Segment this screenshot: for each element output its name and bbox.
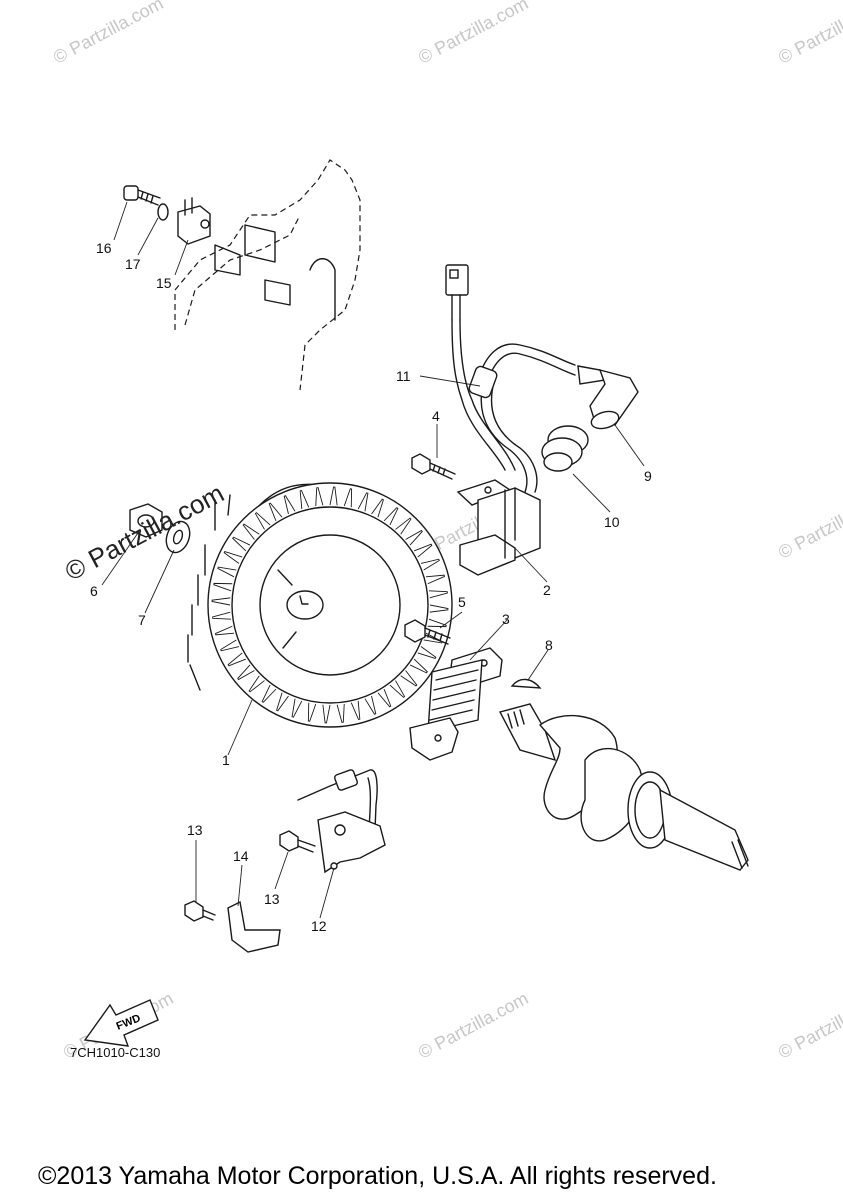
gear-tooth — [254, 512, 271, 530]
flywheel-1 — [187, 482, 453, 728]
gear-tooth — [212, 611, 232, 620]
charge-coil-3 — [409, 647, 503, 761]
gear-tooth — [248, 675, 265, 693]
gear-tooth — [268, 502, 283, 522]
callout-1: 1 — [222, 752, 230, 768]
callout-11: 11 — [396, 368, 411, 384]
leader-lines — [101, 201, 645, 919]
gear-tooth — [389, 680, 406, 698]
gear-tooth — [299, 489, 310, 510]
callout-15: 15 — [156, 275, 172, 291]
gear-tooth — [237, 664, 255, 681]
callout-9: 9 — [644, 468, 652, 484]
gear-tooth — [276, 692, 289, 712]
gear-tooth — [227, 652, 247, 667]
gear-tooth — [291, 698, 303, 718]
washer-17 — [157, 203, 169, 221]
gear-tooth — [425, 574, 446, 585]
bolt-5 — [404, 619, 451, 645]
gear-tooth — [383, 507, 399, 526]
callout-5: 5 — [458, 594, 466, 610]
bolt-16 — [123, 185, 161, 206]
gear-tooth — [322, 704, 331, 724]
callout-2: 2 — [543, 582, 551, 598]
callout-17: 17 — [125, 256, 141, 272]
gear-tooth — [307, 702, 317, 722]
gear-tooth — [400, 670, 418, 687]
nut-6 — [129, 503, 163, 538]
diagram-code: 7CH1010-C130 — [70, 1045, 161, 1060]
gear-tooth — [377, 688, 392, 708]
plug-cap-9 — [577, 365, 639, 430]
grommet-10 — [541, 425, 589, 472]
woodruff-key-8 — [510, 678, 542, 689]
copyright-notice: ©2013 Yamaha Motor Corporation, U.S.A. A… — [38, 1162, 717, 1190]
gear-tooth — [283, 495, 296, 515]
gear-tooth — [427, 618, 447, 628]
engine-case-outline — [174, 159, 361, 391]
gear-tooth — [420, 558, 440, 571]
gear-tooth — [214, 625, 235, 636]
callout-12: 12 — [311, 918, 327, 934]
gear-tooth — [428, 590, 448, 599]
gear-tooth — [413, 543, 433, 558]
gear-tooth — [405, 529, 423, 546]
gear-tooth — [429, 604, 449, 613]
gear-tooth — [220, 639, 240, 652]
callout-3: 3 — [502, 611, 510, 627]
gear-tooth — [242, 523, 260, 540]
gear-tooth — [211, 597, 231, 606]
gear-tooth — [336, 703, 345, 723]
gear-tooth — [357, 492, 369, 512]
callout-10: 10 — [604, 514, 620, 530]
callout-14: 14 — [233, 848, 249, 864]
callout-13-mid: 13 — [264, 891, 280, 907]
clamp-15 — [177, 197, 211, 245]
callout-6: 6 — [90, 583, 98, 599]
gear-tooth — [213, 582, 233, 592]
callout-8: 8 — [545, 637, 553, 653]
gear-tooth — [217, 566, 237, 578]
coupler-11 — [445, 264, 516, 471]
callout-16: 16 — [96, 240, 112, 256]
gear-tooth — [329, 486, 338, 506]
gear-tooth — [343, 488, 353, 508]
gear-tooth — [350, 700, 361, 721]
crankshaft — [498, 703, 749, 871]
bolt-4 — [411, 453, 456, 480]
fwd-arrow: FWD — [83, 999, 159, 1047]
bolt-13-lower — [184, 900, 216, 922]
gear-tooth — [232, 536, 251, 552]
callout-4: 4 — [432, 408, 440, 424]
ignition-coil-2 — [456, 479, 541, 576]
callout-7: 7 — [138, 612, 146, 628]
bracket-14 — [227, 900, 281, 953]
gear-tooth — [261, 684, 277, 703]
gear-tooth — [371, 498, 384, 518]
gear-tooth — [417, 646, 437, 659]
high-tension-cord — [468, 343, 576, 493]
gear-tooth — [315, 487, 324, 507]
gear-tooth — [223, 551, 243, 564]
gear-tooth — [364, 695, 377, 715]
callout-13-top: 13 — [187, 822, 203, 838]
gear-tooth — [395, 517, 412, 535]
bolt-13-upper — [279, 830, 316, 853]
gear-tooth — [409, 658, 428, 674]
pulser-coil-12 — [297, 769, 386, 874]
washer-7 — [165, 520, 191, 554]
